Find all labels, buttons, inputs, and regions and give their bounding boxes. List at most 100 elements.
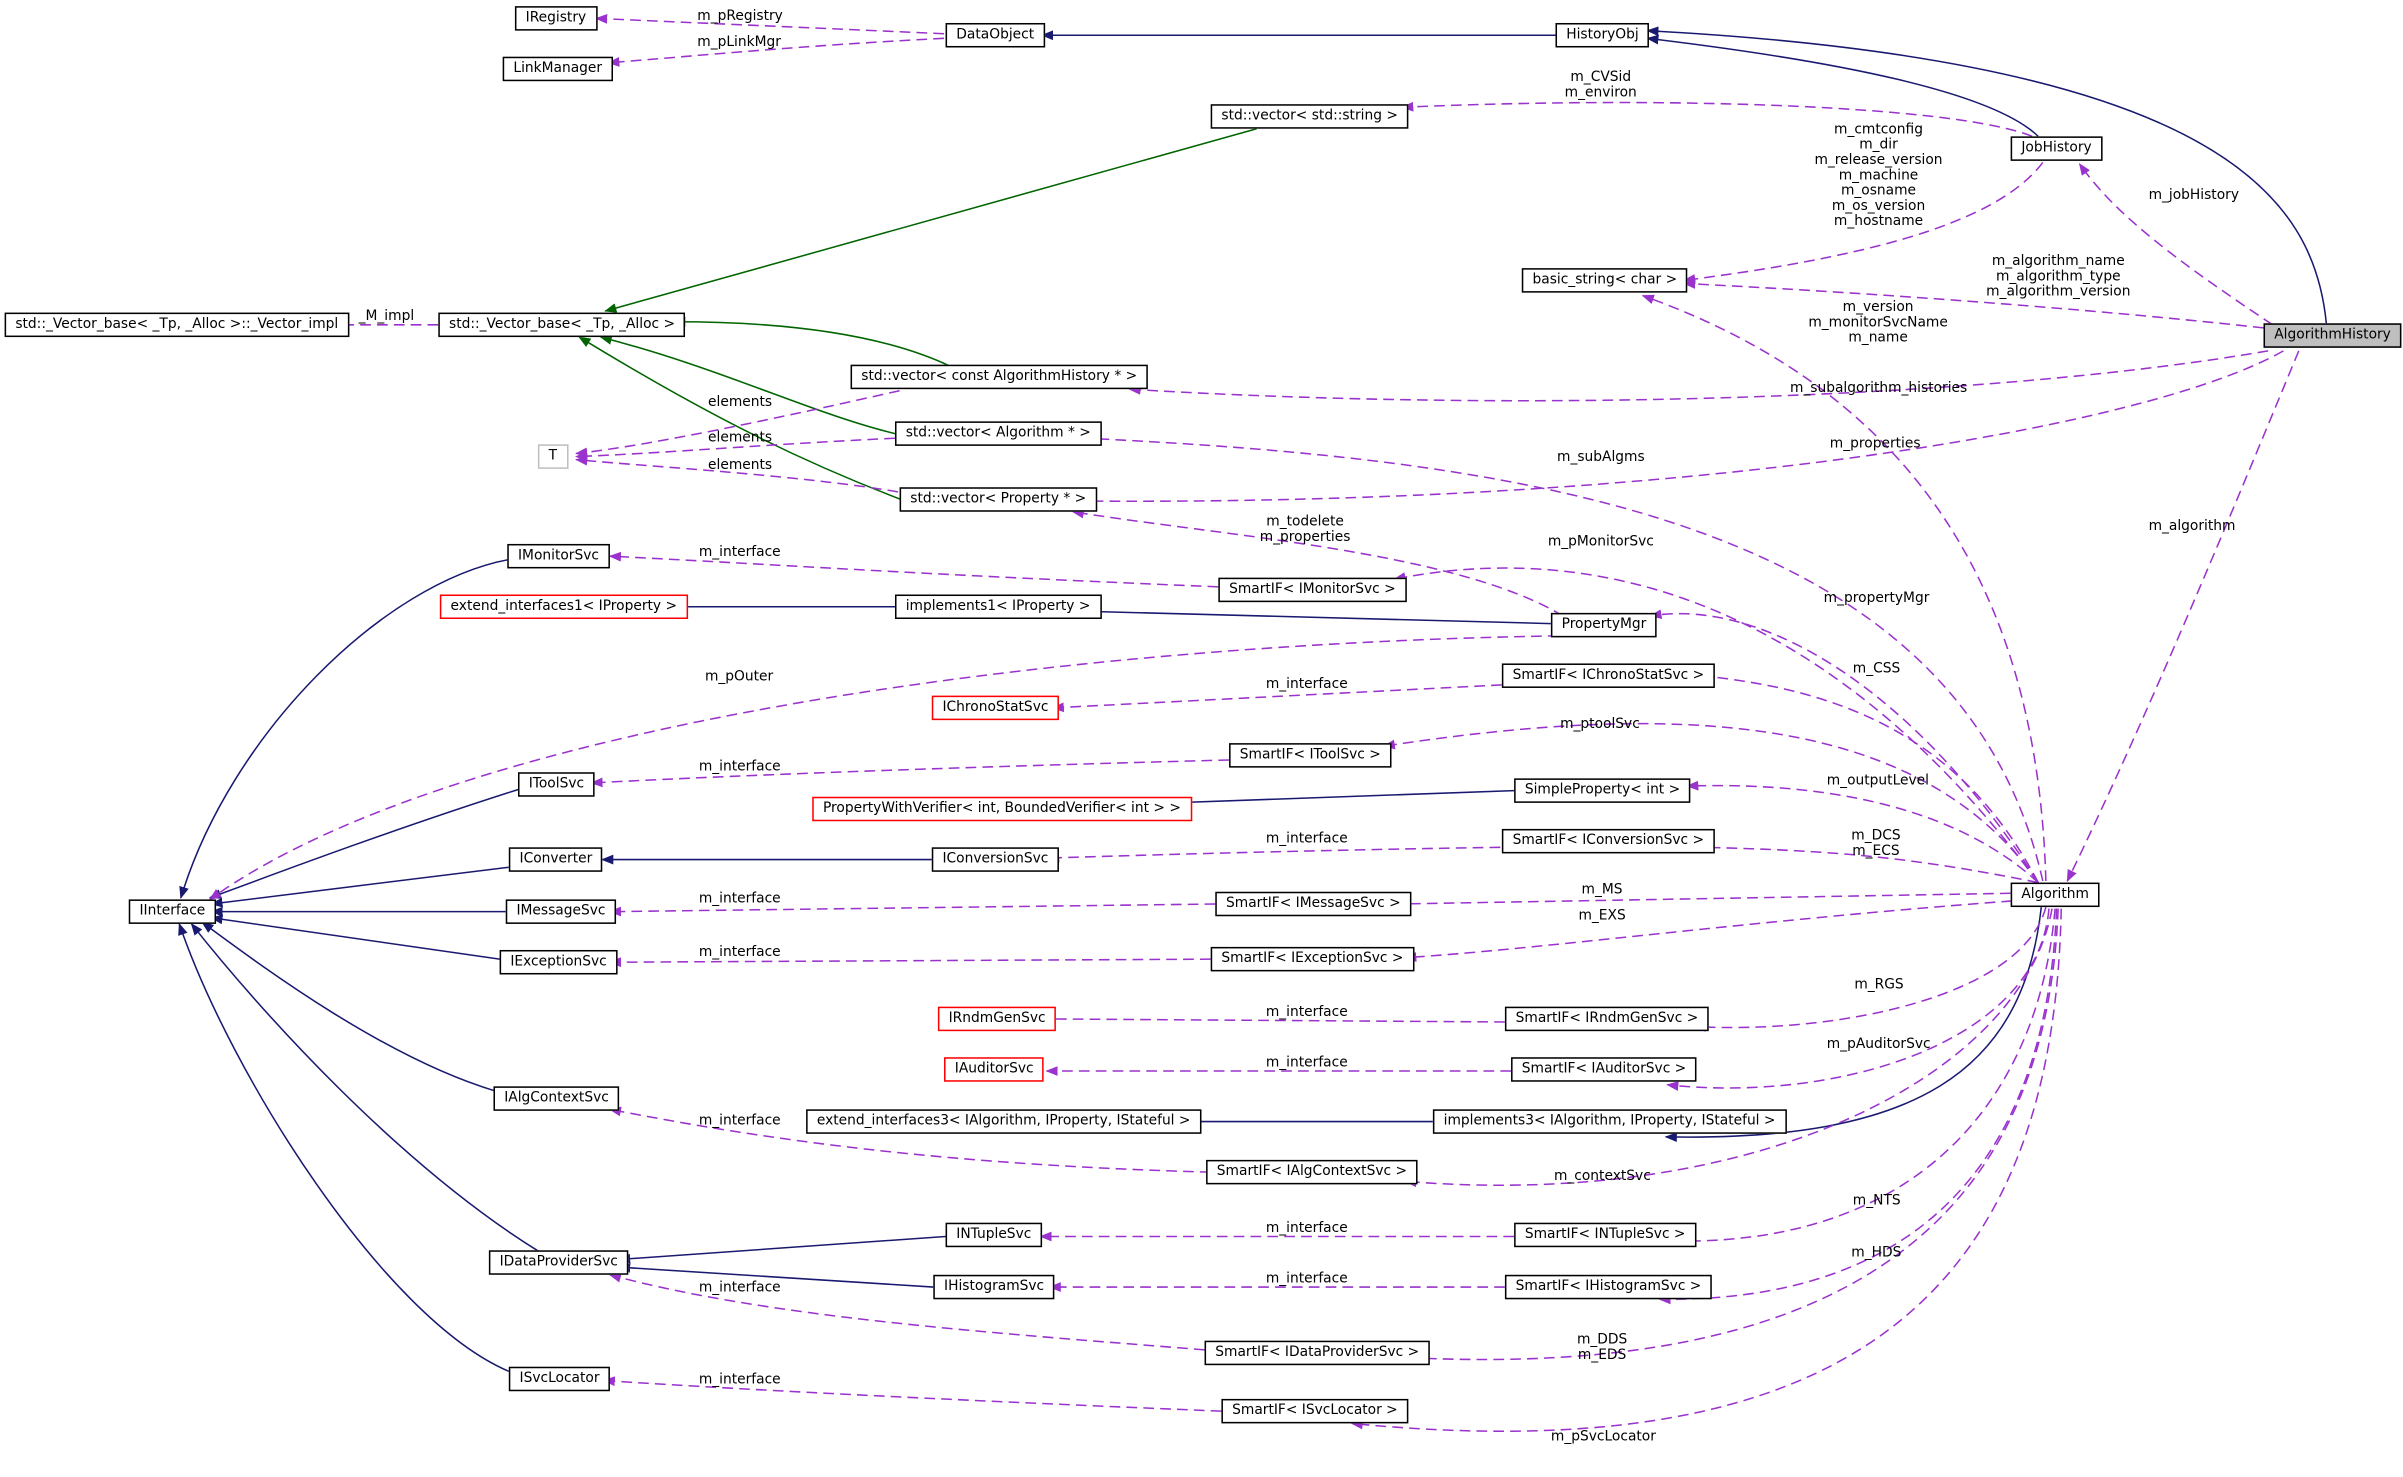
node-smartif-ichronostatsvc[interactable]: SmartIF< IChronoStatSvc > xyxy=(1501,663,1715,688)
node-algorithmhistory[interactable]: AlgorithmHistory xyxy=(2263,323,2402,348)
node-smartif-iexceptionsvc[interactable]: SmartIF< IExceptionSvc > xyxy=(1210,946,1415,972)
edge-smartif-imonitorsvc-imonitorsvc xyxy=(608,551,1219,588)
edge-label: m_RGS xyxy=(1854,977,1904,993)
node-jobhistory[interactable]: JobHistory xyxy=(2010,136,2103,161)
edge-itoolsvc-iinterface xyxy=(208,788,520,899)
node-ichronostatsvc[interactable]: IChronoStatSvc xyxy=(931,695,1060,721)
node-vector-property[interactable]: std::vector< Property * > xyxy=(899,487,1097,512)
node-simpleproperty[interactable]: SimpleProperty< int > xyxy=(1514,778,1691,803)
edge-smartif-irndmgensvc-irndmgensvc xyxy=(1043,1014,1505,1024)
node-ialgcontextsvc[interactable]: IAlgContextSvc xyxy=(493,1086,620,1111)
node-propertywithverifier[interactable]: PropertyWithVerifier< int, BoundedVerifi… xyxy=(812,796,1192,822)
edge-label: _M_impl xyxy=(358,309,415,325)
edge-label: m_interface xyxy=(698,1280,781,1297)
node-smartif-itoolsvc[interactable]: SmartIF< IToolSvc > xyxy=(1229,743,1392,768)
edge-label: m_jobHistory xyxy=(2148,188,2240,204)
node-irndmgensvc[interactable]: IRndmGenSvc xyxy=(937,1006,1057,1032)
edge-propertymgr-implements1 xyxy=(1086,606,1551,625)
edge-algorithmhistory-algorithm xyxy=(2066,350,2300,883)
node-historyobj[interactable]: HistoryObj xyxy=(1555,22,1650,48)
edge-smartif-idataprovidersvc-idataprovidersvc xyxy=(608,1272,1205,1351)
edge-label: m_propertyMgr xyxy=(1823,591,1930,607)
node-t[interactable]: T xyxy=(537,444,568,469)
node-dataobject[interactable]: DataObject xyxy=(945,22,1045,48)
node-ihistogramsvc[interactable]: IHistogramSvc xyxy=(933,1274,1055,1300)
edge-algorithmhistory-basic-string xyxy=(1682,279,2264,329)
edge-label: m_interface xyxy=(1265,831,1348,848)
node-vector-string[interactable]: std::vector< std::string > xyxy=(1210,104,1409,129)
node-algorithm[interactable]: Algorithm xyxy=(2010,882,2100,908)
edge-label: m_interface xyxy=(698,1113,781,1130)
edge-label: m_MS xyxy=(1581,882,1623,898)
node-isvclocator[interactable]: ISvcLocator xyxy=(508,1366,611,1392)
edge-label: m_pMonitorSvc xyxy=(1547,534,1654,551)
edge-algorithm-smartif-irndmgensvc xyxy=(1693,906,2047,1033)
edge-label: m_algorithm_name m_algorithm_type m_algo… xyxy=(1986,254,2131,301)
node-smartif-idataprovidersvc[interactable]: SmartIF< IDataProviderSvc > xyxy=(1204,1340,1430,1366)
edge-label: elements xyxy=(708,430,773,446)
node-smartif-ialgcontextsvc[interactable]: SmartIF< IAlgContextSvc > xyxy=(1206,1159,1418,1185)
node-propertymgr[interactable]: PropertyMgr xyxy=(1550,612,1658,638)
node-smartif-intuplesvc[interactable]: SmartIF< INTupleSvc > xyxy=(1514,1222,1697,1248)
edge-vector-algorithm-vector-base xyxy=(599,335,896,435)
edge-algorithm-implements3 xyxy=(1664,906,2043,1142)
node-smartif-isvclocator[interactable]: SmartIF< ISvcLocator > xyxy=(1221,1398,1409,1424)
edge-intuplesvc-idataprovidersvc xyxy=(617,1235,946,1264)
edge-iconverter-iinterface xyxy=(210,866,509,908)
edge-label: m_interface xyxy=(1265,1055,1348,1072)
edge-algorithm-vector-algorithm xyxy=(1083,433,2044,882)
edge-algorithm-smartif-ihistogramsvc xyxy=(1658,908,2058,1305)
node-iauditorsvc[interactable]: IAuditorSvc xyxy=(944,1057,1045,1082)
node-itoolsvc[interactable]: IToolSvc xyxy=(517,772,595,797)
node-imessagesvc[interactable]: IMessageSvc xyxy=(505,899,617,924)
edge-algorithmhistory-historyobj xyxy=(1646,26,2328,324)
edge-label: m_DDS m_EDS xyxy=(1576,1333,1628,1364)
node-vector-base-impl[interactable]: std::_Vector_base< _Tp, _Alloc >::_Vecto… xyxy=(4,312,349,338)
edge-label: m_interface xyxy=(698,945,781,961)
node-idataprovidersvc[interactable]: IDataProviderSvc xyxy=(488,1250,629,1275)
edge-algorithm-propertymgr-use xyxy=(1649,609,2039,883)
edge-smartif-iconversionsvc-iconversionsvc xyxy=(1047,846,1501,863)
node-extend-interfaces1[interactable]: extend_interfaces1< IProperty > xyxy=(439,594,688,620)
node-basic-string[interactable]: basic_string< char > xyxy=(1521,268,1688,293)
edge-algorithm-simpleproperty xyxy=(1686,780,2039,884)
edge-algorithm-smartif-ialgcontextsvc xyxy=(1404,908,2053,1188)
edge-jobhistory-vector-string xyxy=(1401,101,2033,138)
node-iconversionsvc[interactable]: IConversionSvc xyxy=(931,847,1060,872)
edge-dataobject-linkmanager xyxy=(607,37,945,67)
edge-label: m_CVSid m_environ xyxy=(1564,70,1637,102)
edge-label: m_CSS xyxy=(1852,661,1901,678)
edge-imonitorsvc-iinterface xyxy=(179,558,511,900)
edge-isvclocator-iinterface xyxy=(178,922,510,1373)
edge-algorithm-smartif-ichronostatsvc xyxy=(1699,671,2039,883)
node-iregistry[interactable]: IRegistry xyxy=(514,6,597,31)
node-vector-base[interactable]: std::_Vector_base< _Tp, _Alloc > xyxy=(438,312,686,338)
edge-label: m_outputLevel xyxy=(1826,773,1929,790)
node-iinterface[interactable]: IInterface xyxy=(128,899,217,924)
node-iexceptionsvc[interactable]: IExceptionSvc xyxy=(499,949,618,975)
edge-label: m_DCS m_ECS xyxy=(1851,828,1901,860)
node-linkmanager[interactable]: LinkManager xyxy=(502,56,613,82)
edge-label: m_pRegistry xyxy=(697,9,783,25)
edge-label: m_pLinkMgr xyxy=(697,35,781,51)
node-smartif-imonitorsvc[interactable]: SmartIF< IMonitorSvc > xyxy=(1218,577,1407,603)
node-implements1[interactable]: implements1< IProperty > xyxy=(894,594,1102,620)
edge-simpleproperty-propertywithverifier xyxy=(1169,789,1515,808)
edge-vector-algorithm-t xyxy=(574,437,896,462)
node-smartif-iconversionsvc[interactable]: SmartIF< IConversionSvc > xyxy=(1501,828,1715,854)
node-vector-const-alghist[interactable]: std::vector< const AlgorithmHistory * > xyxy=(850,364,1148,390)
node-smartif-ihistogramsvc[interactable]: SmartIF< IHistogramSvc > xyxy=(1504,1274,1713,1300)
node-iconverter[interactable]: IConverter xyxy=(508,847,604,872)
node-smartif-iauditorsvc[interactable]: SmartIF< IAuditorSvc > xyxy=(1511,1057,1697,1082)
edge-algorithm-smartif-iexceptionsvc xyxy=(1404,900,2013,962)
node-implements3[interactable]: implements3< IAlgorithm, IProperty, ISta… xyxy=(1432,1109,1787,1134)
node-extend-interfaces3[interactable]: extend_interfaces3< IAlgorithm, IPropert… xyxy=(806,1109,1202,1134)
edge-algorithm-smartif-imessagesvc xyxy=(1396,892,2011,909)
node-vector-algorithm[interactable]: std::vector< Algorithm * > xyxy=(894,421,1102,446)
node-smartif-imessagesvc[interactable]: SmartIF< IMessageSvc > xyxy=(1215,891,1412,917)
node-smartif-irndmgensvc[interactable]: SmartIF< IRndmGenSvc > xyxy=(1504,1006,1709,1032)
node-intuplesvc[interactable]: INTupleSvc xyxy=(945,1222,1043,1248)
edge-algorithmhistory-jobhistory xyxy=(2078,162,2274,326)
node-imonitorsvc[interactable]: IMonitorSvc xyxy=(507,543,610,569)
